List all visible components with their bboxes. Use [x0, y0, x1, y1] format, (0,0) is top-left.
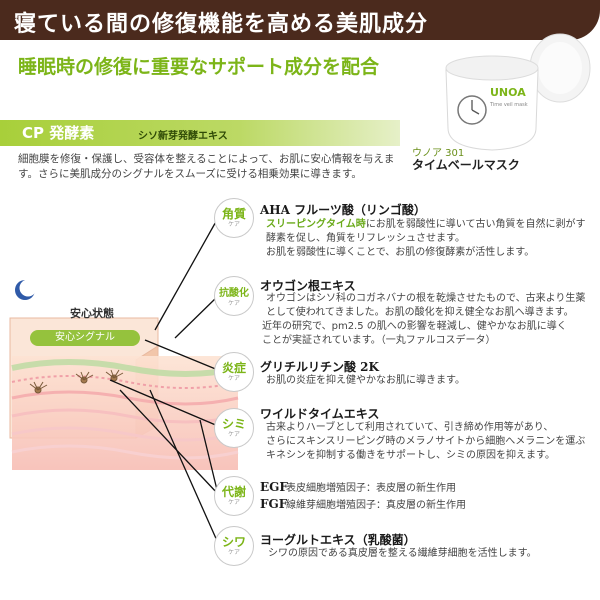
- brand-sub-text: Time veil mask: [489, 102, 528, 108]
- skin-state-label: 安心状態: [70, 307, 114, 320]
- item-title: ワイルドタイムエキス: [260, 407, 380, 421]
- item-title: オウゴン根エキス: [260, 279, 356, 293]
- egf-text: 表皮細胞増殖因子：表皮層の新生作用: [286, 483, 456, 494]
- cp-band: [0, 120, 400, 146]
- cp-subtitle: シソ新芽発酵エキス: [138, 131, 228, 142]
- fgf-text: 線維芽細胞増殖因子：真皮層の新生作用: [286, 500, 466, 511]
- brand-logo-text: UNOA: [490, 86, 526, 99]
- item-text: キネシンを抑制する働きをサポートし、シミの原因を抑えます。: [266, 450, 555, 461]
- signal-label: 安心シグナル: [30, 330, 140, 346]
- badge-antioxidant-care: 抗酸化 ケア: [214, 276, 254, 316]
- badge-wrinkle-care: シワ ケア: [214, 526, 254, 566]
- page-subtitle: 睡眠時の修復に重要なサポート成分を配合: [18, 56, 380, 78]
- item-highlight: スリーピングタイム時: [266, 219, 366, 230]
- product-code: ウノア 301: [412, 148, 465, 159]
- fgf-label: FGF: [260, 497, 288, 511]
- item-text: シワの原因である真皮層を整える繊維芽細胞を活性します。: [268, 548, 537, 559]
- item-text: お肌を弱酸性に導くことで、お肌の修復酵素が活性します。: [266, 247, 535, 258]
- moon-icon: [15, 279, 36, 300]
- item-text: として使われてきました。お肌の酸化を抑え健全なお肌へ導きます。: [266, 307, 574, 318]
- badge-metabolism-care: 代謝 ケア: [214, 476, 254, 516]
- item-text: スリーピングタイム時にお肌を弱酸性に導いて古い角質を自然に剥がす: [266, 218, 586, 232]
- page-title: 寝ている間の修復機能を高める美肌成分: [14, 12, 429, 37]
- cp-title: CP 発酵素: [22, 124, 95, 142]
- badge-inflammation-care: 炎症 ケア: [214, 352, 254, 392]
- badge-spot-care: シミ ケア: [214, 408, 254, 448]
- item-text: さらにスキンスリーピング時のメラノサイトから細胞へメラニンを運ぶ: [266, 436, 586, 447]
- cp-description: 細胞膜を修復・保護し、受容体を整えることによって、お肌に安心情報を与えます。さら…: [18, 153, 395, 180]
- item-text: オウゴンはシソ科のコガネバナの根を乾燥させたもので、古来より生薬: [266, 293, 586, 304]
- item-text: 近年の研究で、pm2.5 の肌への影響を軽減し、健やかなお肌に導く: [262, 321, 567, 332]
- item-text: お肌の炎症を抑え健やかなお肌に導きます。: [266, 375, 465, 386]
- badge-keratin-care: 角質 ケア: [214, 198, 254, 238]
- header-banner: [0, 0, 600, 40]
- item-text: 酵素を促し、角質をリフレッシュさせます。: [266, 233, 465, 244]
- item-title: ヨーグルトエキス（乳酸菌）: [260, 533, 416, 547]
- product-jar-image: UNOA Time veil mask: [445, 33, 591, 151]
- item-text: ことが実証されています。（一丸ファルコスデータ）: [262, 335, 496, 346]
- skin-diagram: [9, 317, 239, 470]
- item-title: グリチルリチン酸 2K: [260, 360, 379, 374]
- item-title: AHA フルーツ酸（リンゴ酸）: [260, 203, 426, 217]
- egf-label: EGF: [260, 480, 288, 494]
- product-name: タイムベールマスク: [412, 158, 520, 172]
- item-text-rest: にお肌を弱酸性に導いて古い角質を自然に剥がす: [365, 219, 586, 230]
- item-text: 古来よりハーブとして利用されていて、引き締め作用等があり、: [266, 422, 554, 433]
